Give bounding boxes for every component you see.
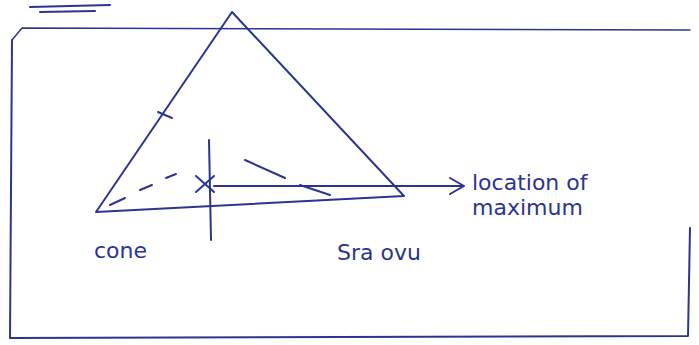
vertical-line xyxy=(209,140,211,240)
vertex-label: cone xyxy=(92,238,149,263)
top-stroke xyxy=(30,5,110,7)
vertex-label: Sra ovu xyxy=(335,240,423,265)
leader-arrow xyxy=(214,178,464,194)
dashed-line xyxy=(110,174,176,205)
max-point xyxy=(196,176,214,192)
dashed-line xyxy=(245,160,330,195)
frame-top xyxy=(12,28,690,40)
callout-label: location of maximum xyxy=(470,170,644,221)
tick-mark xyxy=(158,112,172,118)
triangle xyxy=(96,12,404,212)
top-stroke xyxy=(40,11,95,12)
